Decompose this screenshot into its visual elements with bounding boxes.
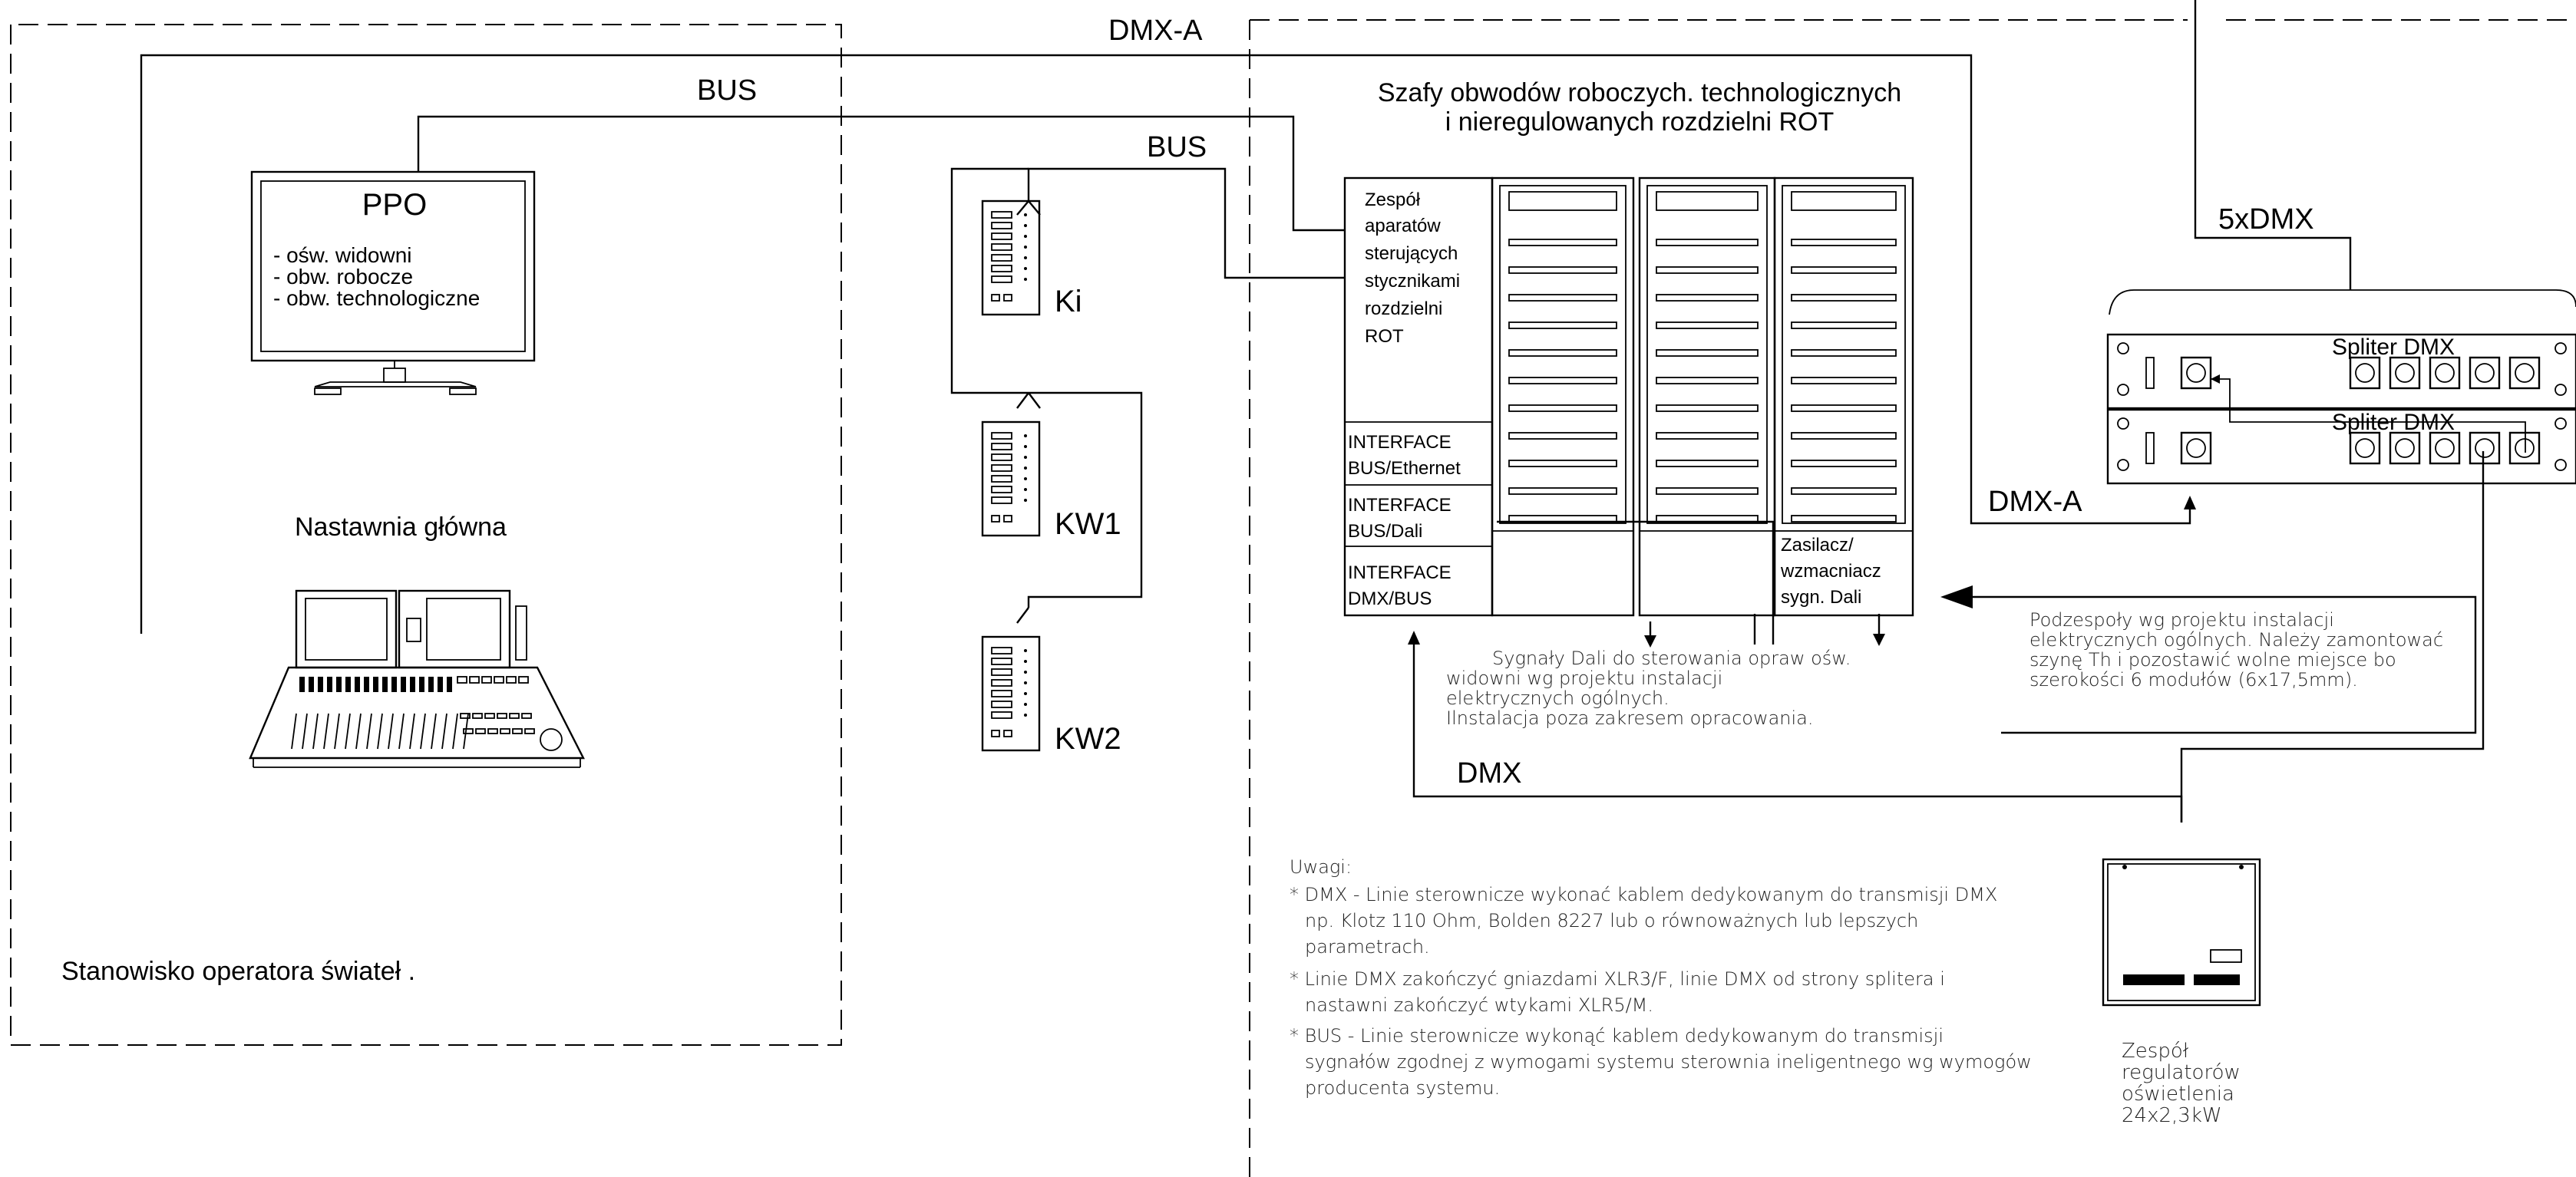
svg-text:* DMX - Linie sterownicze wyko: * DMX - Linie sterownicze wykonać kablem… [1290,884,1997,905]
svg-text:widowni wg projektu instalacji: widowni wg projektu instalacji [1446,668,1722,689]
dmx-a-label-right: DMX-A [1988,486,2082,518]
nastawnia-label: Nastawnia główna [295,513,507,542]
dali-note: Sygnały Dali do sterowania opraw ośw. wi… [1446,648,1851,729]
svg-text:BUS/Ethernet: BUS/Ethernet [1348,458,1461,479]
stanowisko-label: Stanowisko operatora świateł . [61,957,415,986]
svg-text:Sygnały Dali do sterowania opr: Sygnały Dali do sterowania opraw ośw. [1492,648,1851,669]
svg-text:Podzespoły wg projektu instala: Podzespoły wg projektu instalacji [2029,609,2334,631]
uwagi-title: Uwagi: [1290,856,1352,878]
zespol-label: Zespół [1365,190,1421,210]
control-panel-kw2: KW2 [981,635,1121,756]
rot-cabinets: Zespół aparatów sterujących stycznikami … [1343,176,1914,617]
svg-text:szerokości 6 modułów (6x17,5mm: szerokości 6 modułów (6x17,5mm). [2029,669,2358,691]
uwagi-notes: Uwagi: * DMX - Linie sterownicze wykonać… [1290,856,2032,1099]
ppo-item: - ośw. widowni [273,243,412,267]
ppo-monitor: PPO - ośw. widowni - obw. robocze - obw.… [250,170,536,395]
svg-text:np. Klotz 110 Ohm, Bolden 8227: np. Klotz 110 Ohm, Bolden 8227 lub o rów… [1305,910,1918,931]
panel-label-kw2: KW2 [1055,722,1121,756]
dmx-label-bottom: DMX [1457,757,1521,790]
bus-label-left: BUS [697,74,757,107]
svg-text:i nieregulowanych rozdzielni R: i nieregulowanych rozdzielni ROT [1445,107,1834,137]
rot-zone-frame [1249,19,2576,1177]
svg-text:24x2,3kW: 24x2,3kW [2122,1104,2222,1127]
svg-text:szynę Th i pozostawić wolne mi: szynę Th i pozostawić wolne miejsce bo [2029,649,2396,671]
svg-text:oświetlenia: oświetlenia [2122,1083,2234,1106]
svg-text:Szafy obwodów roboczych. techn: Szafy obwodów roboczych. technologicznyc… [1378,78,1901,107]
svg-text:* Linie DMX zakończyć gniazda: * Linie DMX zakończyć gniazdami XLR3/F, … [1290,968,1945,990]
regulatory-label: Zespół regulatorów oświetlenia 24x2,3kW [2122,1040,2241,1127]
svg-text:nastawni zakończyć wtykami XLR: nastawni zakończyć wtykami XLR5/M. [1305,994,1653,1016]
control-panel-kw1: KW1 [981,420,1121,541]
interface-dmx-bus: INTERFACE [1348,562,1451,583]
svg-text:parametrach.: parametrach. [1305,936,1430,958]
rot-cabinets-title: Szafy obwodów roboczych. technologicznyc… [1378,78,1901,137]
panel-label-ki: Ki [1055,285,1082,318]
dmx-splitters: Spliter DMX Spliter DMX [2106,289,2576,485]
splitter-label: Spliter DMX [2332,335,2455,360]
svg-text:stycznikami: stycznikami [1365,271,1460,292]
svg-text:wzmacniacz: wzmacniacz [1780,561,1881,582]
ppo-title: PPO [362,188,427,222]
interface-bus-dali: INTERFACE [1348,495,1451,516]
bus-label-mid: BUS [1147,131,1207,163]
svg-text:rozdzielni: rozdzielni [1365,298,1442,319]
ppo-item: - obw. technologiczne [273,286,480,310]
svg-text:aparatów: aparatów [1365,216,1441,236]
lighting-console [249,589,585,768]
svg-text:sygnałów zgodnej z wymogami sy: sygnałów zgodnej z wymogami systemu ster… [1305,1051,2032,1073]
svg-text:Ilnstalacja poza zakresem opra: Ilnstalacja poza zakresem opracowania. [1446,707,1814,729]
svg-text:sygn. Dali: sygn. Dali [1781,587,1861,608]
svg-text:* BUS - Linie sterownicze wyko: * BUS - Linie sterownicze wykonąć kablem… [1290,1025,1944,1047]
svg-text:producenta systemu.: producenta systemu. [1305,1077,1500,1099]
control-panel-ki: Ki [981,199,1082,318]
svg-text:ROT: ROT [1365,326,1404,347]
panel-label-kw1: KW1 [1055,507,1121,541]
svg-text:elektrycznych ogólnych. Należy: elektrycznych ogólnych. Należy zamontowa… [2029,629,2443,651]
svg-text:Zespół: Zespół [2122,1040,2189,1063]
svg-text:elektrycznych ogólnych.: elektrycznych ogólnych. [1446,687,1669,709]
interface-bus-ethernet: INTERFACE [1348,432,1451,453]
zasilacz-label: Zasilacz/ [1781,535,1854,556]
svg-text:DMX/BUS: DMX/BUS [1348,588,1432,609]
svg-text:regulatorów: regulatorów [2122,1061,2241,1084]
dimmer-rack [2102,858,2261,1007]
svg-text:BUS/Dali: BUS/Dali [1348,521,1422,542]
svg-text:sterujących: sterujących [1365,243,1458,264]
ppo-item: - obw. robocze [273,265,413,288]
operator-station-frame [10,24,842,1046]
connection-lines [140,0,2526,823]
five-dmx-label: 5xDMX [2218,203,2314,236]
splitter-label: Spliter DMX [2332,410,2455,435]
podzespoly-note: Podzespoły wg projektu instalacji elektr… [2029,609,2443,691]
dmx-a-label-top: DMX-A [1108,15,1203,47]
